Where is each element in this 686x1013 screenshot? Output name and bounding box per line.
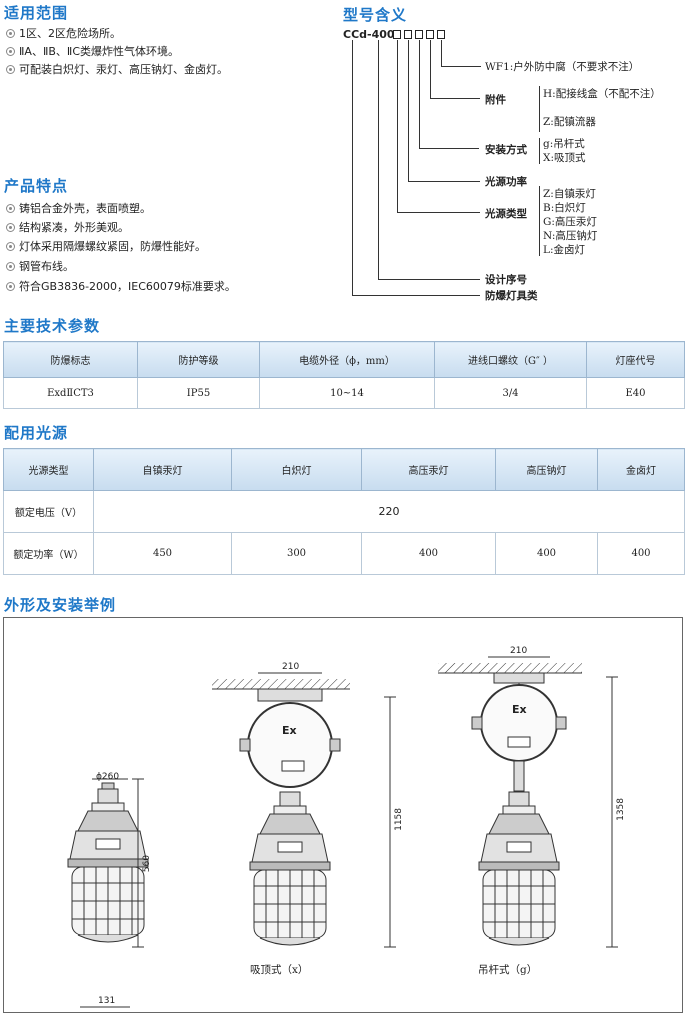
lamp-basic xyxy=(67,782,149,943)
model-serial: 设计序号 xyxy=(485,274,527,286)
bullet-icon xyxy=(6,65,15,74)
caption-pendant: 吊杆式（g） xyxy=(478,964,538,976)
model-category: 防爆灯具类 xyxy=(485,290,538,302)
table-row: ExdⅡCT3 IP55 10~14 3/4 E40 xyxy=(3,377,685,409)
params-cell: IP55 xyxy=(137,377,260,409)
power-cell: 400 xyxy=(361,532,496,575)
light-header: 自镇汞灯 xyxy=(93,448,232,491)
model-src-z: Z:自镇汞灯 xyxy=(543,188,596,200)
caption-ceiling: 吸顶式（x） xyxy=(250,964,309,976)
power-cell: 400 xyxy=(597,532,685,575)
params-cell: ExdⅡCT3 xyxy=(3,377,138,409)
light-title: 配用光源 xyxy=(4,424,69,442)
light-table: 光源类型 自镇汞灯 白炽灯 高压汞灯 高压钠灯 金卤灯 额定电压（V） 220 … xyxy=(3,448,685,575)
lamp-drawing-svg xyxy=(67,656,618,1008)
ex-mark-pendant: Ex xyxy=(512,703,527,716)
power-cell: 450 xyxy=(93,532,232,575)
bullet-icon xyxy=(6,29,15,38)
feature-item: 结构紧凑，外形美观。 xyxy=(6,219,129,235)
junction-box-pendant xyxy=(480,684,558,762)
model-source: 光源类型 xyxy=(485,208,527,220)
pendant-hatch xyxy=(438,663,582,673)
code-box xyxy=(415,30,423,39)
params-title: 主要技术参数 xyxy=(4,317,101,335)
scope-title: 适用范围 xyxy=(4,4,69,22)
params-cell: 3/4 xyxy=(434,377,587,409)
model-title: 型号含义 xyxy=(343,6,408,24)
scope-item: 1区、2区危险场所。 xyxy=(6,25,121,41)
model-src-n: N:高压钠灯 xyxy=(543,230,598,242)
params-header: 电缆外径（ϕ，mm） xyxy=(259,341,435,378)
features-title: 产品特点 xyxy=(4,177,69,195)
bullet-icon xyxy=(6,262,15,271)
bullet-icon xyxy=(6,223,15,232)
code-box xyxy=(426,30,434,39)
feature-item: 灯体采用隔爆螺纹紧固，防爆性能好。 xyxy=(6,238,206,254)
model-code: CCd-400 xyxy=(343,28,395,41)
install-title: 外形及安装举例 xyxy=(4,596,117,614)
model-mount-x: X:吸顶式 xyxy=(543,152,586,164)
dim-height-pendant: 1358 xyxy=(616,798,626,821)
model-src-g: G:高压汞灯 xyxy=(543,216,597,228)
feature-item: 符合GB3836-2000，IEC60079标准要求。 xyxy=(6,278,236,294)
feature-item: 铸铝合金外壳，表面喷塑。 xyxy=(6,200,151,216)
bullet-icon xyxy=(6,242,15,251)
code-box xyxy=(393,30,401,39)
dim-height-ceiling: 1158 xyxy=(394,808,404,831)
model-src-l: L:金卤灯 xyxy=(543,244,586,256)
model-mount-g: g:吊杆式 xyxy=(543,138,585,150)
table-row: 额定电压（V） 220 xyxy=(3,490,685,533)
dim-width-ceiling: 210 xyxy=(282,662,300,672)
dim-width-pendant: 210 xyxy=(510,646,528,656)
params-cell: 10~14 xyxy=(259,377,435,409)
junction-box xyxy=(247,702,333,788)
voltage-value: 220 xyxy=(93,490,685,533)
bullet-icon xyxy=(6,282,15,291)
dim-height-basic: 560 xyxy=(142,855,152,873)
model-power: 光源功率 xyxy=(485,176,527,188)
params-table: 防爆标志 防护等级 电缆外径（ϕ，mm） 进线口螺纹（G″ ） 灯座代号 Exd… xyxy=(3,341,685,409)
ex-mark: Ex xyxy=(282,724,297,737)
code-box xyxy=(437,30,445,39)
scope-item: 可配装白炽灯、汞灯、高压钠灯、金卤灯。 xyxy=(6,61,228,77)
power-cell: 300 xyxy=(231,532,362,575)
model-src-b: B:白炽灯 xyxy=(543,202,586,214)
voltage-label: 额定电压（V） xyxy=(3,490,94,533)
dim-bottom: 131 xyxy=(98,996,116,1006)
bullet-icon xyxy=(6,47,15,56)
light-header: 光源类型 xyxy=(3,448,94,491)
light-header: 高压钠灯 xyxy=(495,448,598,491)
model-wf1: WF1:户外防中腐（不要求不注） xyxy=(485,61,640,73)
model-acc-h: H:配接线盒（不配不注） xyxy=(543,88,661,100)
lamp-ceiling xyxy=(249,791,331,946)
model-mount: 安装方式 xyxy=(485,144,527,156)
ceiling-hatch xyxy=(212,679,350,689)
model-accessory: 附件 xyxy=(485,94,506,106)
light-header: 高压汞灯 xyxy=(361,448,496,491)
feature-item: 钢管布线。 xyxy=(6,258,74,274)
params-header: 进线口螺纹（G″ ） xyxy=(434,341,587,378)
params-header: 防爆标志 xyxy=(3,341,138,378)
lamp-pendant xyxy=(478,791,560,946)
bullet-icon xyxy=(6,204,15,213)
scope-item: ⅡA、ⅡB、ⅡC类爆炸性气体环境。 xyxy=(6,43,179,59)
light-header: 白炽灯 xyxy=(231,448,362,491)
code-box xyxy=(404,30,412,39)
power-cell: 400 xyxy=(495,532,598,575)
params-cell: E40 xyxy=(586,377,685,409)
power-label: 额定功率（W） xyxy=(3,532,94,575)
dim-diameter: ϕ260 xyxy=(96,772,120,782)
params-header: 防护等级 xyxy=(137,341,260,378)
light-header: 金卤灯 xyxy=(597,448,685,491)
params-header: 灯座代号 xyxy=(586,341,685,378)
model-acc-z: Z:配镇流器 xyxy=(543,116,596,128)
table-row: 额定功率（W） 450 300 400 400 400 xyxy=(3,532,685,575)
